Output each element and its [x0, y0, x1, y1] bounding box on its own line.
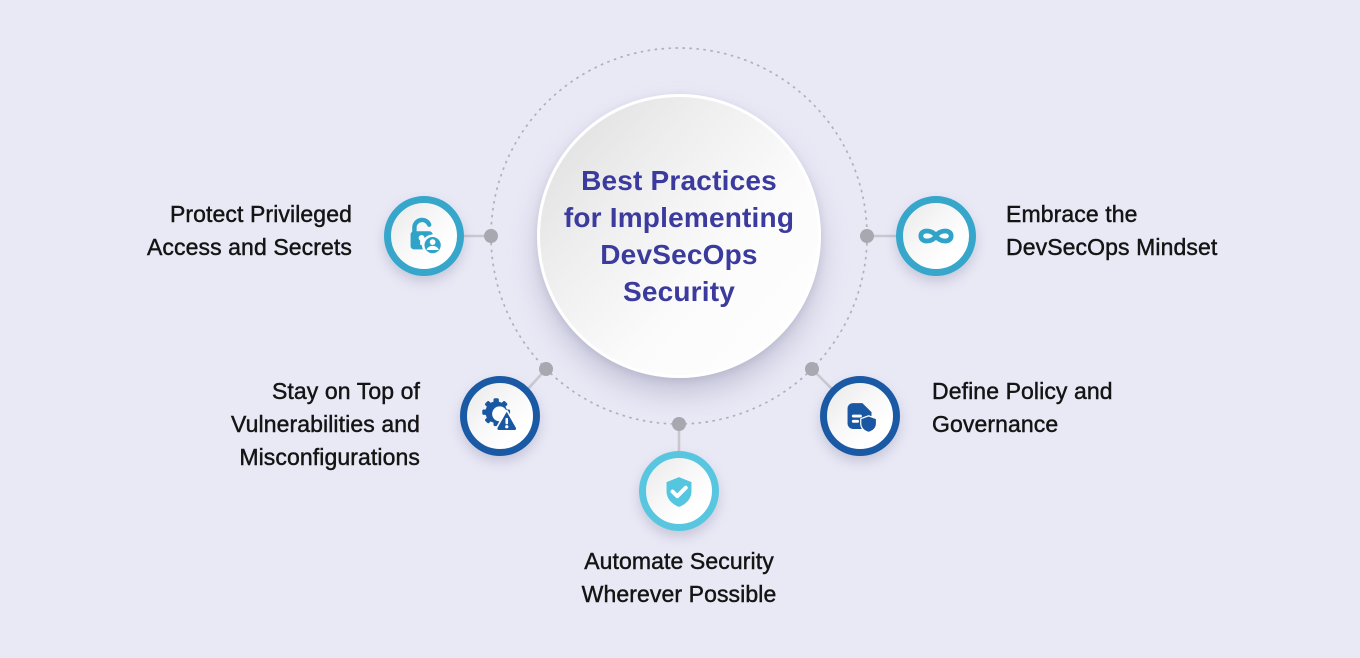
label-stay-on-top-of-vulnerabilities: Stay on Top of Vulnerabilities and Misco…	[231, 375, 420, 474]
label-protect-privileged-access: Protect Privileged Access and Secrets	[147, 198, 352, 264]
connector-dot-left	[484, 229, 498, 243]
label-line: Embrace the	[1006, 201, 1138, 227]
connector-line-mid-right	[810, 367, 834, 391]
infinity-devops-icon	[918, 228, 954, 244]
label-line: Governance	[932, 411, 1059, 437]
label-define-policy-governance: Define Policy and Governance	[932, 375, 1113, 441]
label-line: Automate Security	[584, 548, 774, 574]
node-stay-on-top-of-vulnerabilities	[460, 376, 540, 456]
label-line: Define Policy and	[932, 378, 1113, 404]
label-line: Protect Privileged	[169, 201, 352, 227]
connector-dot-mid-left	[539, 362, 553, 376]
label-line: Vulnerabilities and	[231, 411, 420, 437]
unlocked-padlock-user-icon	[410, 217, 444, 256]
node-automate-security	[639, 451, 719, 531]
node-protect-privileged-access	[384, 196, 464, 276]
title-line: Security	[622, 276, 736, 307]
label-line: Misconfigurations	[239, 444, 420, 470]
title-line: DevSecOps	[600, 239, 758, 270]
connector-dot-mid-right	[805, 362, 819, 376]
diagram-title: Best Practices for Implementing DevSecOp…	[564, 162, 794, 310]
label-embrace-devsecops-mindset: Embrace the DevSecOps Mindset	[1006, 198, 1218, 264]
shield-check-icon	[666, 477, 692, 507]
title-line: Best Practices	[581, 165, 777, 196]
connector-dot-right	[860, 229, 874, 243]
gear-warning-icon	[482, 398, 518, 432]
label-automate-security: Automate Security Wherever Possible	[479, 545, 879, 611]
connector-line-mid-left	[526, 367, 548, 391]
label-line: Wherever Possible	[581, 581, 777, 607]
label-line: Stay on Top of	[271, 378, 420, 404]
label-line: Access and Secrets	[146, 234, 352, 260]
document-shield-icon	[847, 403, 878, 433]
connector-dot-bottom	[672, 417, 686, 431]
node-embrace-devsecops-mindset	[896, 196, 976, 276]
title-line: for Implementing	[563, 202, 795, 233]
label-line: DevSecOps Mindset	[1006, 234, 1218, 260]
node-define-policy-governance	[820, 376, 900, 456]
center-circle: Best Practices for Implementing DevSecOp…	[537, 94, 821, 378]
